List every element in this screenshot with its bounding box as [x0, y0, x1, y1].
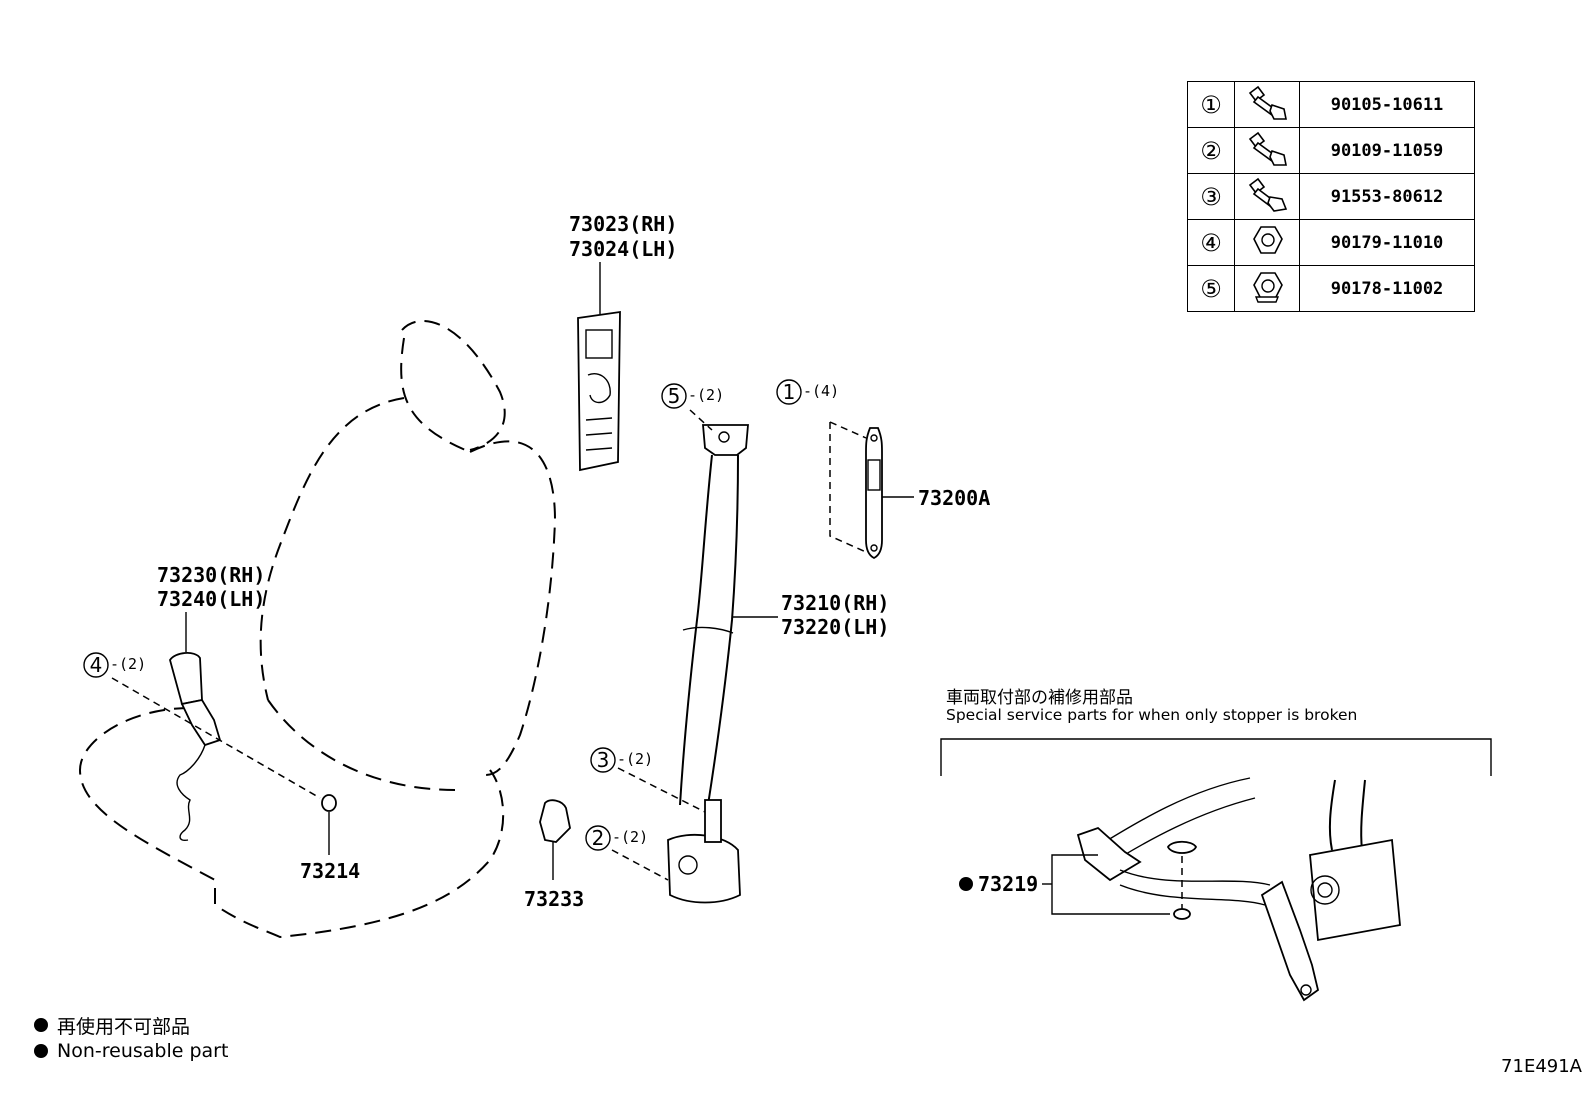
special-section-title-en: Special service parts for when only stop…: [946, 706, 1358, 724]
label-buckle-lh: 73240(LH): [157, 587, 265, 611]
fastener-part-number: 90109-11059: [1299, 127, 1475, 174]
fastener-row: ① 90105-10611: [1187, 81, 1475, 128]
seat-belt-part: [667, 424, 778, 904]
label-adjuster: 73200A: [918, 486, 990, 510]
fastener-row: ② 90109-11059: [1187, 127, 1475, 174]
special-section-title-jp: 車両取付部の補修用部品: [946, 688, 1133, 708]
fastener-row: ④ 90179-11010: [1187, 219, 1475, 266]
svg-text:5: 5: [668, 384, 681, 408]
cover-part: [539, 799, 571, 880]
label-pillar-garnish-lh: 73024(LH): [569, 237, 677, 261]
fastener-part-number: 90178-11002: [1299, 265, 1475, 312]
label-washer: 73214: [300, 859, 360, 883]
special-section-bracket: [940, 738, 1492, 776]
fastener-row: ⑤ 90178-11002: [1187, 265, 1475, 312]
svg-text:4: 4: [90, 653, 103, 677]
bolt-icon: [1234, 127, 1300, 174]
svg-text:-(2): -(2): [688, 386, 724, 404]
fastener-ref-2: 2 -(2): [585, 825, 669, 881]
fastener-number: ①: [1187, 81, 1235, 128]
fastener-number: ④: [1187, 219, 1235, 266]
svg-text:-(2): -(2): [110, 655, 146, 673]
fastener-ref-4: 4 -(2): [83, 652, 321, 799]
stopper-detail: [1042, 777, 1401, 1002]
fastener-ref-3: 3 -(2): [590, 747, 706, 813]
label-cover: 73233: [524, 887, 584, 911]
washer-part: [321, 794, 337, 855]
buckle-part: [169, 612, 222, 842]
label-belt-rh: 73210(RH): [781, 591, 889, 615]
non-reusable-dot-icon: [959, 877, 973, 891]
adjuster-part: [829, 421, 914, 560]
label-belt-lh: 73220(LH): [781, 615, 889, 639]
bolt-icon: [1234, 173, 1300, 220]
label-stopper: 73219: [978, 872, 1038, 896]
fastener-part-number: 90105-10611: [1299, 81, 1475, 128]
fastener-table: ① 90105-10611 ② 90109-11059 ③ 91553-8061…: [1187, 81, 1475, 312]
label-buckle-rh: 73230(RH): [157, 563, 265, 587]
fastener-number: ⑤: [1187, 265, 1235, 312]
fastener-number: ③: [1187, 173, 1235, 220]
diagram-id: 71E491A: [1501, 1056, 1582, 1077]
svg-text:-(2): -(2): [612, 828, 648, 846]
nut-icon: [1234, 219, 1300, 266]
bolt-icon: [1234, 81, 1300, 128]
fastener-number: ②: [1187, 127, 1235, 174]
legend: 再使用不可部品 Non-reusable part: [34, 1012, 228, 1064]
legend-text-en: Non-reusable part: [57, 1040, 229, 1062]
fastener-ref-1: 1 -(4): [776, 379, 839, 405]
svg-text:2: 2: [592, 826, 605, 850]
fastener-part-number: 90179-11010: [1299, 219, 1475, 266]
non-reusable-dot-icon: [34, 1018, 48, 1032]
fastener-row: ③ 91553-80612: [1187, 173, 1475, 220]
nut-icon: [1234, 265, 1300, 312]
fastener-part-number: 91553-80612: [1299, 173, 1475, 220]
svg-text:1: 1: [783, 380, 796, 404]
legend-text-jp: 再使用不可部品: [57, 1015, 191, 1038]
legend-row-en: Non-reusable part: [34, 1038, 228, 1064]
pillar-garnish-part: [577, 262, 621, 472]
legend-row-jp: 再使用不可部品: [34, 1012, 228, 1038]
seat-outline: [78, 319, 557, 939]
svg-text:-(4): -(4): [803, 382, 839, 400]
non-reusable-dot-icon: [34, 1044, 48, 1058]
svg-text:3: 3: [597, 748, 610, 772]
label-pillar-garnish-rh: 73023(RH): [569, 212, 677, 236]
svg-text:-(2): -(2): [617, 750, 653, 768]
fastener-ref-5: 5 -(2): [661, 383, 724, 431]
